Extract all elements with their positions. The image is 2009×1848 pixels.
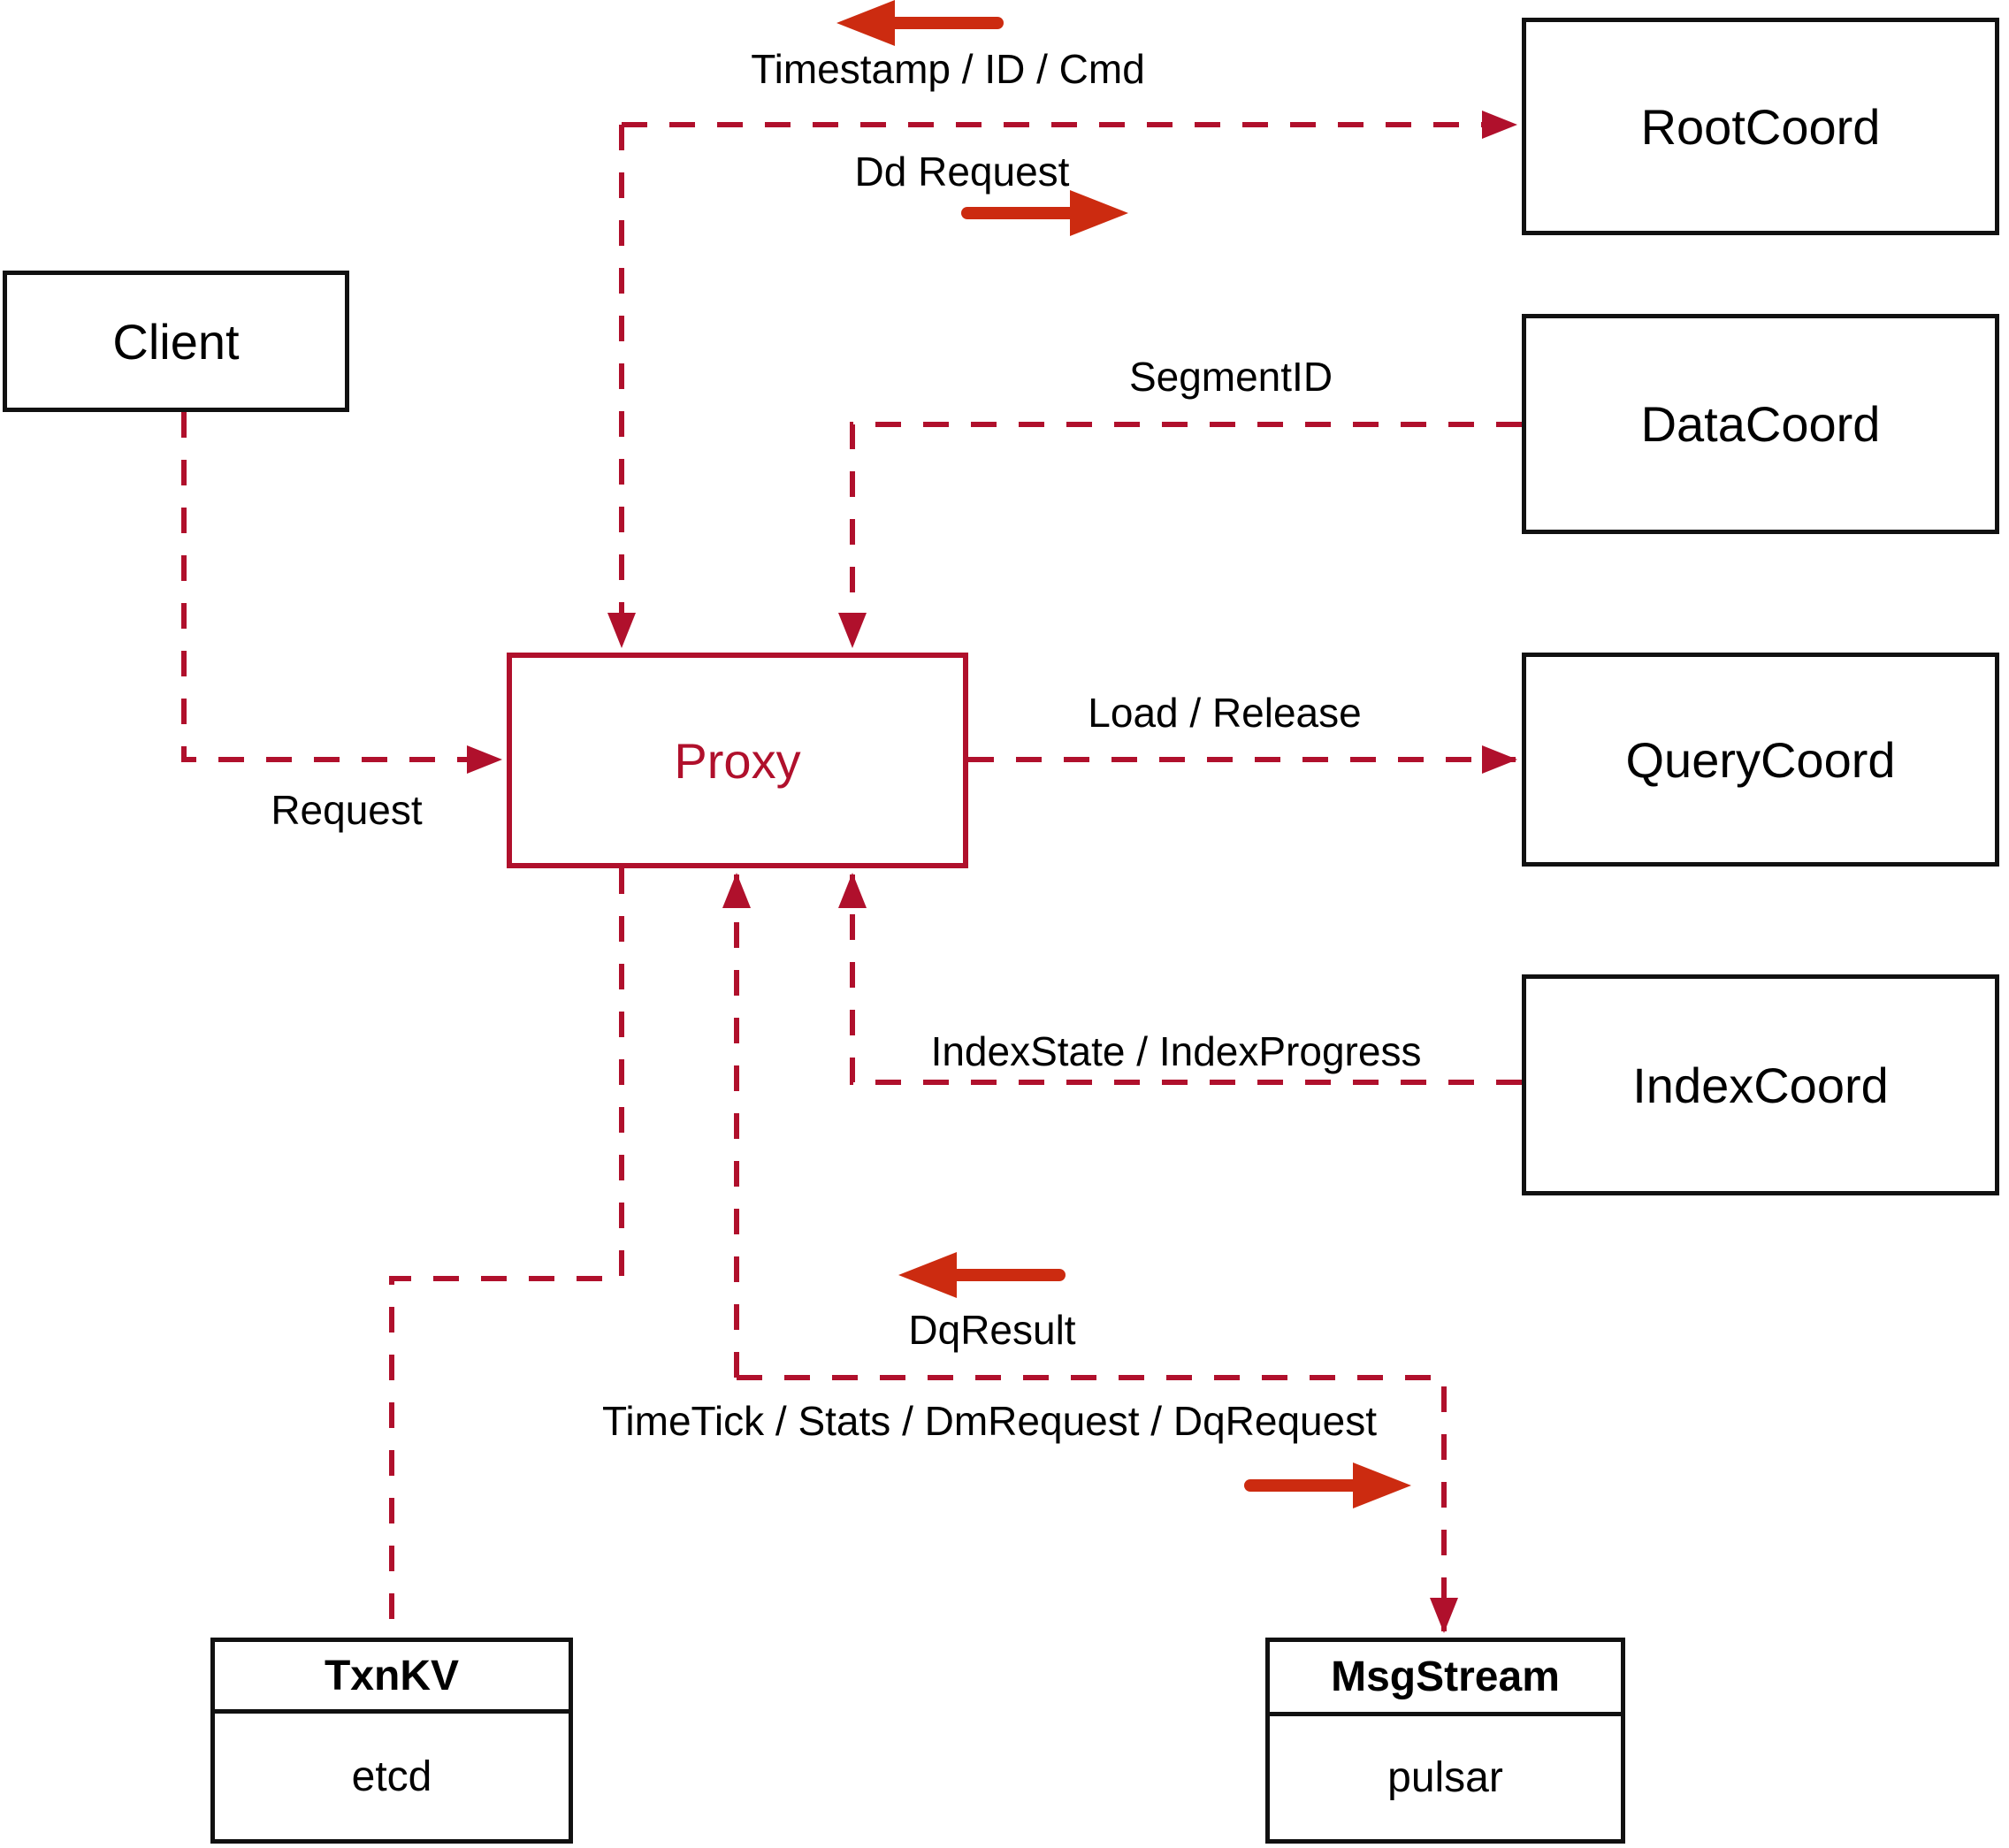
segmentid-edge-label: SegmentID: [1128, 354, 1333, 400]
proxy-node-label: Proxy: [674, 732, 801, 789]
proxy-node: Proxy: [507, 653, 968, 868]
edge-proxy-to-msgstream: [737, 1375, 1458, 1633]
arrow-left-icon: [836, 0, 895, 46]
indexcoord-node-label: IndexCoord: [1632, 1057, 1889, 1113]
edge-indexcoord-to-proxy: [838, 873, 1522, 1085]
request-edge-label: Request: [271, 787, 423, 833]
txnkv-title-label: TxnKV: [324, 1652, 459, 1699]
datacoord-node-label: DataCoord: [1640, 396, 1881, 452]
msgstream-response-direction: [898, 1252, 1066, 1298]
querycoord-node-label: QueryCoord: [1625, 731, 1896, 788]
edge-proxy-to-txnkv: [389, 868, 624, 1638]
dqresult-edge-label: DqResult: [908, 1307, 1076, 1353]
msgstream-node-body: pulsar: [1270, 1716, 1621, 1839]
edge-client-to-proxy: [181, 412, 502, 774]
rootcoord-response-direction: [836, 0, 1004, 46]
txnkv-implementation-label: etcd: [351, 1753, 432, 1800]
rootcoord-node: RootCoord: [1522, 18, 1999, 235]
rootcoord-request-direction: [961, 190, 1128, 236]
msgstream-request-direction: [1244, 1462, 1411, 1508]
client-node-label: Client: [112, 313, 240, 370]
edge-datacoord-to-proxy: [838, 422, 1522, 648]
querycoord-node: QueryCoord: [1522, 653, 1999, 867]
arrow-right-icon: [1353, 1462, 1411, 1508]
timestamp-id-cmd-edge-label: Timestamp / ID / Cmd: [751, 46, 1145, 92]
arrow-right-icon: [1070, 190, 1128, 236]
arrow-left-icon: [898, 1252, 957, 1298]
load-release-edge-label: Load / Release: [1088, 690, 1362, 736]
timetick-stats-dmrequest-dqrequest-edge-label: TimeTick / Stats / DmRequest / DqRequest: [602, 1398, 1377, 1444]
datacoord-node: DataCoord: [1522, 314, 1999, 534]
client-node: Client: [3, 271, 349, 412]
msgstream-title-label: MsgStream: [1331, 1653, 1560, 1700]
msgstream-node: MsgStream pulsar: [1265, 1638, 1625, 1844]
rootcoord-node-label: RootCoord: [1640, 98, 1881, 155]
txnkv-node: TxnKV etcd: [210, 1638, 573, 1844]
txnkv-node-title: TxnKV: [215, 1642, 569, 1714]
dd-request-edge-label: Dd Request: [854, 149, 1070, 195]
msgstream-node-title: MsgStream: [1270, 1642, 1621, 1716]
msgstream-implementation-label: pulsar: [1387, 1754, 1503, 1801]
txnkv-node-body: etcd: [215, 1714, 569, 1839]
indexstate-indexprogress-edge-label: IndexState / IndexProgress: [930, 1028, 1422, 1074]
indexcoord-node: IndexCoord: [1522, 974, 1999, 1195]
